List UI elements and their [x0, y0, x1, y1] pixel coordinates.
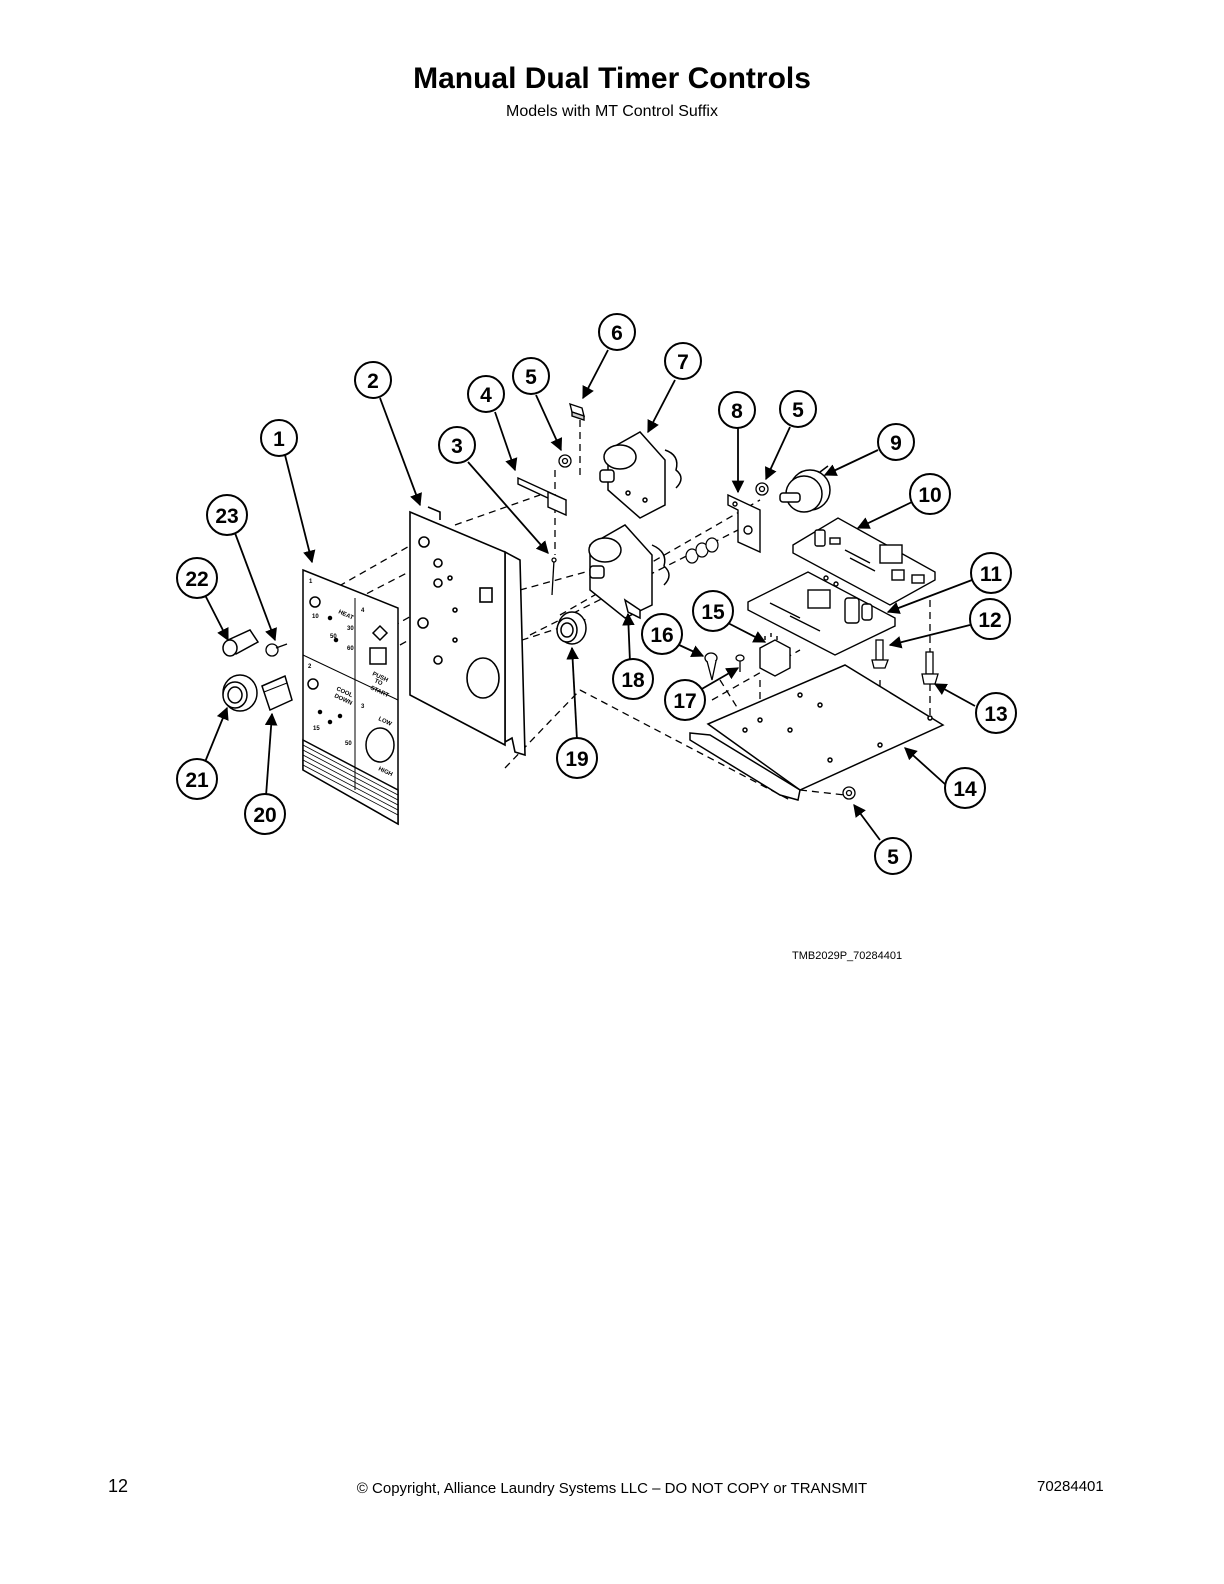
callout-8: 8	[718, 391, 756, 429]
panel-n30: 30	[347, 626, 354, 632]
svg-text:23: 23	[215, 505, 238, 528]
clip-part-6	[569, 402, 585, 421]
standoff-part-13	[921, 651, 939, 685]
panel-to: TO	[373, 678, 383, 687]
svg-text:11: 11	[980, 563, 1003, 586]
standoff-part-12	[871, 639, 889, 669]
page-subtitle: Models with MT Control Suffix	[506, 103, 718, 120]
bracket-part-8	[727, 493, 761, 554]
callout-9: 9	[877, 423, 915, 461]
callout-15: 15	[692, 590, 734, 632]
panel-low: LOW	[377, 716, 393, 727]
panel-step-1: 1	[309, 579, 313, 585]
svg-text:2: 2	[367, 370, 379, 393]
svg-text:18: 18	[621, 669, 645, 692]
leader-arrows	[204, 349, 976, 841]
svg-text:8: 8	[731, 400, 743, 423]
pin-part-3	[551, 557, 557, 596]
callout-3: 3	[438, 426, 476, 464]
callout-20: 20	[244, 793, 286, 835]
svg-text:1: 1	[273, 428, 285, 451]
panel-n10: 10	[312, 614, 319, 620]
callout-12: 12	[969, 598, 1011, 640]
callout-5a: 5	[512, 357, 550, 395]
panel-n15: 15	[313, 726, 320, 732]
svg-text:7: 7	[677, 351, 689, 374]
callout-2: 2	[354, 361, 392, 399]
callout-1: 1	[260, 419, 298, 457]
callout-7: 7	[664, 342, 702, 380]
screw-part-17	[735, 654, 745, 672]
svg-text:3: 3	[451, 435, 463, 458]
callout-13: 13	[975, 692, 1017, 734]
screw-part-16	[704, 652, 718, 681]
relay-part-15	[759, 633, 791, 677]
mounting-panel	[409, 506, 526, 757]
callout-5b: 5	[779, 390, 817, 428]
page-number: 12	[108, 1476, 129, 1496]
svg-text:5: 5	[887, 846, 899, 869]
callout-6: 6	[598, 313, 636, 351]
document-number: 70284401	[1037, 1478, 1104, 1495]
svg-text:22: 22	[185, 568, 208, 591]
svg-text:5: 5	[792, 399, 804, 422]
callout-19: 19	[556, 737, 598, 779]
svg-text:20: 20	[253, 804, 276, 827]
copyright-notice: © Copyright, Alliance Laundry Systems LL…	[356, 1480, 868, 1497]
control-panel-overlay	[302, 568, 399, 826]
callout-14: 14	[944, 767, 986, 809]
svg-text:14: 14	[953, 778, 977, 801]
drawing-id: TMB2029P_70284401	[792, 950, 903, 962]
svg-text:6: 6	[611, 322, 623, 345]
svg-text:10: 10	[918, 484, 941, 507]
svg-text:12: 12	[978, 609, 1001, 632]
spacers	[685, 537, 719, 564]
timer-part-18	[588, 524, 670, 620]
callout-21: 21	[176, 758, 218, 800]
nut-part-5c	[842, 786, 856, 800]
panel-step-3: 3	[361, 704, 365, 710]
timer-part-7	[599, 431, 682, 519]
knob-part-21	[222, 674, 258, 712]
light-part-22	[222, 629, 260, 657]
knob-part-19	[556, 611, 587, 645]
svg-text:9: 9	[890, 432, 902, 455]
callout-17: 17	[664, 679, 706, 721]
base-plate-part-14	[689, 664, 945, 801]
callout-5c: 5	[874, 837, 912, 875]
svg-text:13: 13	[984, 703, 1007, 726]
svg-text:4: 4	[480, 384, 492, 407]
panel-high: HIGH	[377, 766, 393, 778]
callout-4: 4	[467, 375, 505, 413]
nut-part-5b	[755, 482, 769, 496]
panel-n50: 50	[330, 634, 337, 640]
callout-22: 22	[176, 557, 218, 599]
callouts: 1 2 3 4 5 6 7 8 5 9 10 11 12 13 14 5 15 …	[176, 313, 1017, 875]
svg-text:5: 5	[525, 366, 537, 389]
callout-18: 18	[612, 658, 654, 700]
svg-text:17: 17	[673, 690, 696, 713]
nut-part-5a	[558, 454, 572, 468]
screw-part-23	[265, 643, 288, 657]
callout-10: 10	[909, 473, 951, 515]
circuit-board-part-10	[792, 517, 936, 606]
bracket-part-4	[517, 476, 567, 517]
circuit-board-part-11	[747, 571, 896, 656]
potentiometer-part-9	[779, 465, 831, 513]
panel-n60: 60	[347, 646, 354, 652]
svg-text:16: 16	[650, 624, 673, 647]
panel-step-4: 4	[361, 608, 365, 614]
svg-text:19: 19	[565, 748, 588, 771]
callout-16: 16	[641, 613, 683, 655]
panel-step-2: 2	[308, 664, 312, 670]
svg-text:21: 21	[185, 769, 209, 792]
page-title: Manual Dual Timer Controls	[413, 62, 811, 95]
callout-11: 11	[970, 552, 1012, 594]
svg-text:15: 15	[701, 601, 725, 624]
panel-n50b: 50	[345, 741, 352, 747]
callout-23: 23	[206, 494, 248, 536]
rocker-switch-part-20	[261, 674, 293, 712]
